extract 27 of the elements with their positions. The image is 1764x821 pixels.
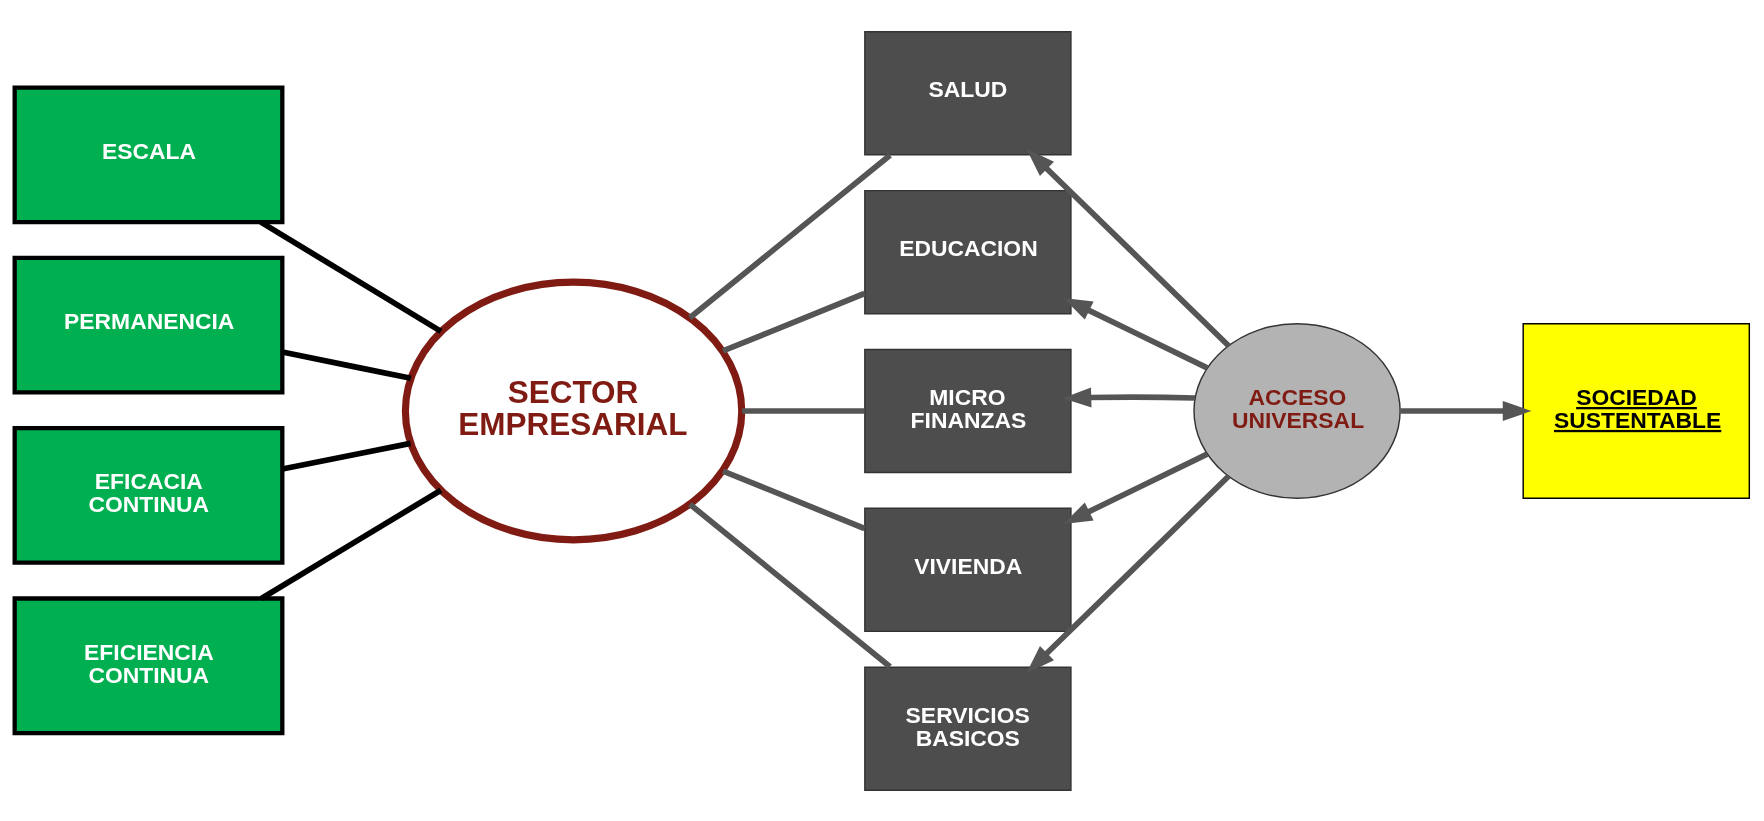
connector <box>259 487 443 601</box>
node-box: ESCALA <box>12 84 285 224</box>
arrow <box>1062 386 1196 407</box>
connector <box>721 290 866 354</box>
connector <box>259 219 443 334</box>
node-ellipse: SECTOR EMPRESARIAL <box>401 278 746 543</box>
arrow <box>1063 451 1209 524</box>
arrow <box>1400 400 1532 421</box>
node-box: EDUCACION <box>864 189 1072 314</box>
connector <box>688 501 892 669</box>
connector <box>281 348 412 381</box>
connector <box>742 407 865 414</box>
node-box: VIVIENDA <box>864 507 1072 632</box>
connector <box>688 152 892 320</box>
node-box: SALUD <box>864 30 1072 156</box>
arrow <box>1026 473 1231 673</box>
connector <box>281 440 412 472</box>
arrow <box>1026 148 1231 348</box>
node-box: SOCIEDAD SUSTENTABLE <box>1522 322 1751 499</box>
node-box: SERVICIOS BASICOS <box>864 665 1072 791</box>
connector <box>721 467 866 531</box>
node-box: PERMANENCIA <box>12 255 285 395</box>
node-ellipse: ACCESO UNIVERSAL <box>1193 322 1401 499</box>
node-box: EFICACIA CONTINUA <box>12 425 285 565</box>
node-box: MICRO FINANZAS <box>864 348 1072 473</box>
arrow <box>1063 297 1209 370</box>
node-box: EFICIENCIA CONTINUA <box>12 595 285 735</box>
